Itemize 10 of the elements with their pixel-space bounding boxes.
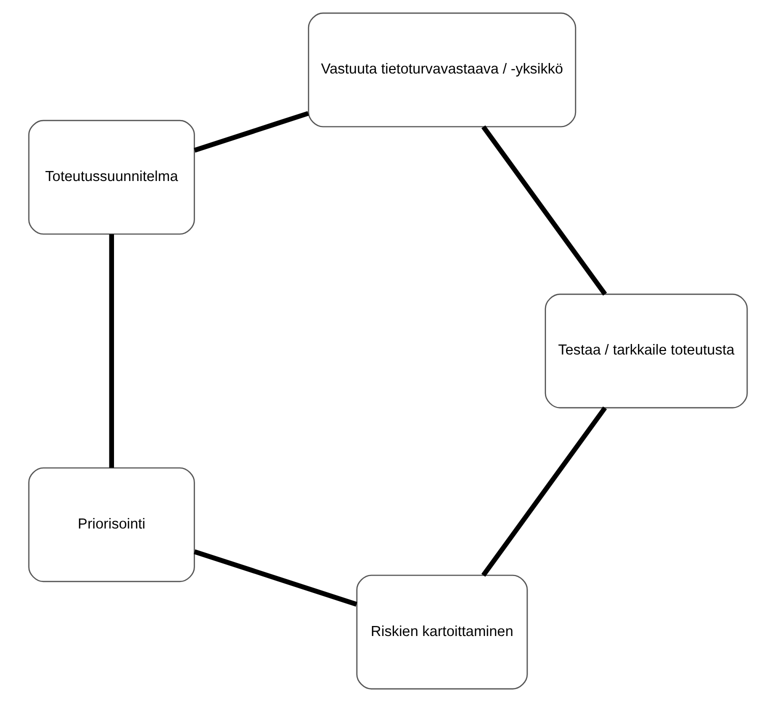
connector [193,111,308,153]
node-box: Testaa / tarkkaile toteutusta [544,294,748,408]
connector [108,234,114,468]
node-box: Toteutussuunnitelma [28,120,194,235]
connector [480,406,606,577]
node-box: Riskien kartoittaminen [356,574,528,690]
node-box: Priorisointi [28,467,194,582]
node-box: Vastuuta tietoturvavastaava / -yksikkö [307,12,576,128]
connector [193,549,357,607]
connector [480,125,606,296]
